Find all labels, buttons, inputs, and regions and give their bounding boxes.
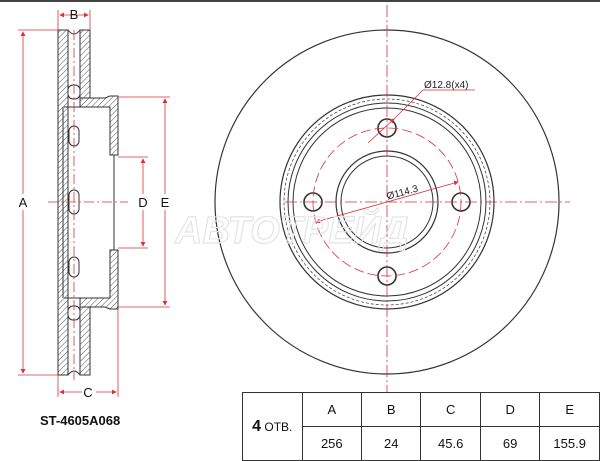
watermark: АВТОТРЕЙД [174,207,408,252]
front-view-centerlines [285,5,570,392]
holes-unit: ОТВ. [264,419,293,434]
dim-label-e: E [161,195,170,210]
dim-label-b: B [70,7,79,22]
brake-disc-drawing: A B C D E Ø12.8(x4) Ø114.3 АВТОТРЕЙД [16,5,570,400]
header-d: D [479,392,541,427]
header-e: E [539,392,600,427]
bolt-hole-diameter-label: Ø12.8(x4) [424,80,468,91]
dim-label-c: C [83,385,92,400]
top-border [0,0,600,2]
value-d: 69 [479,426,541,461]
holes-count-cell: 4 ОТВ. [242,392,303,461]
pcd-label: Ø114.3 [386,184,420,203]
dimensions-table: 4 ОТВ. A B C D E 256 24 45.6 69 155.9 [242,392,600,461]
value-c: 45.6 [420,426,481,461]
header-b: B [361,392,422,427]
dim-label-a: A [19,195,28,210]
holes-count: 4 [252,417,262,435]
value-b: 24 [361,426,422,461]
side-view [57,29,119,376]
header-a: A [301,392,363,427]
value-a: 256 [301,426,363,461]
dim-label-d: D [138,195,147,210]
header-c: C [420,392,481,427]
part-number: ST-4605A068 [40,413,121,428]
value-e: 155.9 [539,426,600,461]
